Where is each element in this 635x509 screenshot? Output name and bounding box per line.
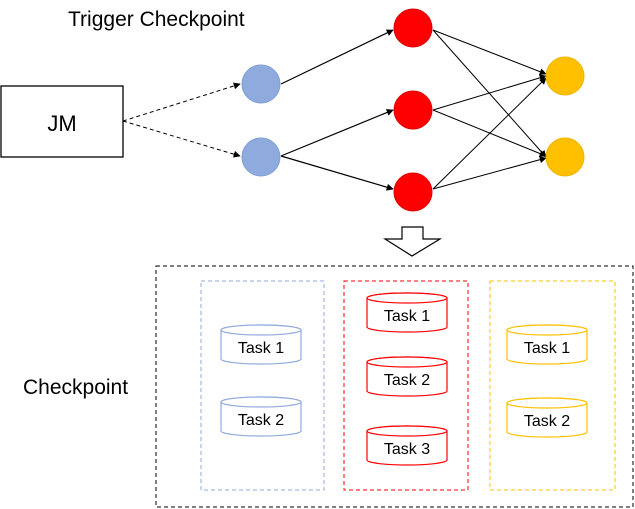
- yellow-node-2: [545, 137, 585, 177]
- cylinder-top: [506, 324, 588, 336]
- red-task-1-cylinder: Task 1: [366, 292, 448, 333]
- task-label: Task 2: [238, 412, 284, 429]
- yellow-node-1: [545, 56, 585, 96]
- blue-task-2-cylinder: Task 2: [220, 396, 302, 437]
- red3-to-yellow1-edge: [432, 77, 547, 190]
- blue-task-group: [200, 280, 325, 491]
- task-label: Task 2: [384, 372, 430, 389]
- cylinder-top: [220, 396, 302, 408]
- blue1-to-red1-edge: [280, 29, 394, 85]
- yellow-task-1-cylinder: Task 1: [506, 324, 588, 365]
- red-node-1: [393, 8, 433, 48]
- yellow-task-group: [489, 280, 616, 491]
- blue-task-1-cylinder: Task 1: [220, 324, 302, 365]
- cylinder-top: [220, 324, 302, 336]
- down-arrow-icon: [382, 226, 443, 257]
- checkpoint-label: Checkpoint: [23, 376, 128, 399]
- cylinder-top: [366, 292, 448, 304]
- checkpoint-container: [155, 265, 634, 508]
- red1-to-yellow1-edge: [432, 29, 547, 75]
- red-task-group: [343, 280, 469, 491]
- task-label: Task 2: [524, 413, 570, 430]
- red2-to-yellow1-edge: [432, 74, 547, 111]
- blue2-to-red3-edge: [280, 155, 394, 191]
- jm-to-blue-2-edge: [122, 120, 241, 158]
- yellow-task-2-cylinder: Task 2: [506, 397, 588, 438]
- cylinder-top: [506, 397, 588, 409]
- red3-to-yellow2-edge: [432, 156, 547, 190]
- task-label: Task 1: [238, 340, 284, 357]
- task-label: Task 1: [384, 308, 430, 325]
- cylinder-top: [366, 425, 448, 437]
- jm-label: JM: [47, 111, 76, 136]
- task-label: Task 3: [384, 441, 430, 458]
- red-task-2-cylinder: Task 2: [366, 356, 448, 397]
- blue-node-2: [241, 137, 281, 177]
- blue2-to-red2-edge: [280, 109, 394, 157]
- trigger-checkpoint-title: Trigger Checkpoint: [68, 8, 245, 31]
- blue-node-1: [241, 64, 281, 104]
- red-node-3: [393, 172, 433, 212]
- jm-box: [0, 85, 124, 158]
- task-label: Task 1: [524, 340, 570, 357]
- cylinder-top: [366, 356, 448, 368]
- red-task-3-cylinder: Task 3: [366, 425, 448, 466]
- red-node-2: [393, 90, 433, 130]
- jm-to-blue-1-edge: [122, 82, 241, 122]
